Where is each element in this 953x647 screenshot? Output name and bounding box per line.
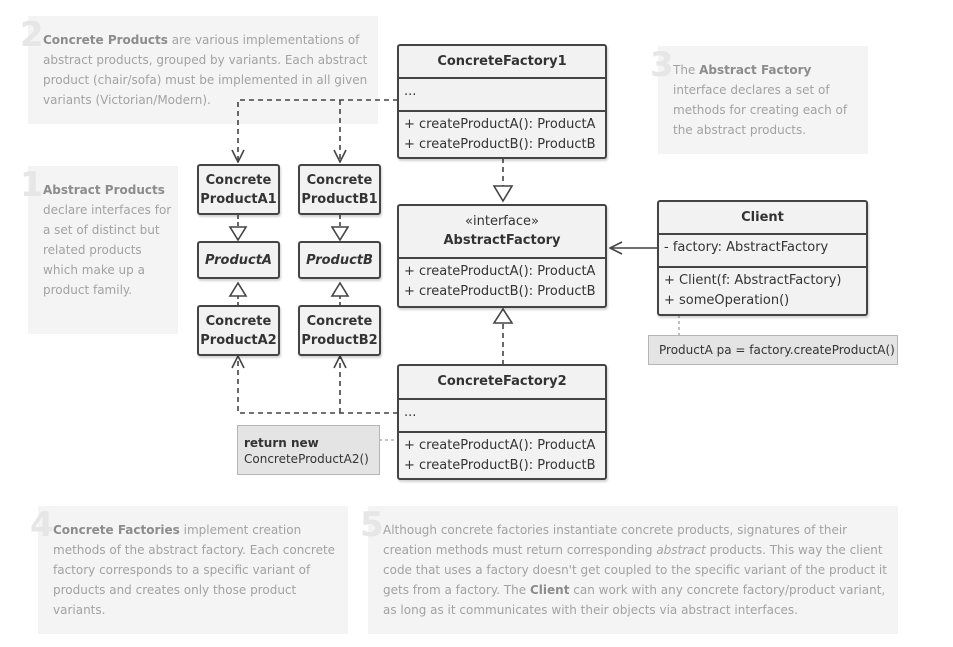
concrete-product-a1-line2: ProductA1	[200, 191, 277, 207]
cf2-create-line	[238, 356, 398, 414]
concrete-product-b2-line1: Concrete	[306, 313, 373, 329]
factory2-code-note-text: ConcreteProductA2()	[244, 452, 369, 466]
b1-realization-arrowhead	[330, 226, 350, 242]
concrete-factory1-title: ConcreteFactory1	[437, 54, 567, 69]
concrete-product-b2-box: Concrete ProductB2	[298, 305, 381, 356]
note-5: 5 Although concrete factories instantiat…	[360, 506, 898, 634]
abstract-factory-header: «interface» AbstractFactory	[399, 206, 605, 257]
product-b-interface-box: ProductB	[298, 241, 381, 279]
a2-realization-arrowhead	[228, 281, 248, 297]
note-1-lead: Abstract Products	[43, 183, 165, 197]
concrete-factory2-method-b: + createProductB(): ProductB	[404, 458, 596, 473]
note-3-number: 3	[650, 45, 674, 85]
client-code-note-text: ProductA pa = factory.createProductA()	[659, 343, 895, 357]
concrete-factory1-fields: ...	[399, 77, 605, 110]
concrete-product-a1-box: Concrete ProductA1	[197, 164, 280, 215]
note-3-text: The Abstract Factory interface declares …	[673, 60, 858, 140]
abstract-factory-title: AbstractFactory	[443, 233, 561, 248]
cf2-realization-arrowhead	[492, 307, 514, 324]
abstract-factory-box: «interface» AbstractFactory + createProd…	[397, 204, 607, 308]
note-4: 4 Concrete Factories implement creation …	[30, 506, 348, 634]
note-1-text: Abstract Products declare interfaces for…	[43, 180, 173, 300]
note-1-number: 1	[20, 165, 44, 205]
note-4-lead: Concrete Factories	[53, 523, 180, 537]
abstract-factory-stereotype: «interface»	[465, 214, 539, 229]
client-code-note: ProductA pa = factory.createProductA()	[648, 335, 898, 365]
note-5-lead: Client	[530, 583, 570, 597]
client-box: Client - factory: AbstractFactory + Clie…	[657, 200, 868, 316]
note-3-lead: Abstract Factory	[699, 63, 812, 77]
concrete-factory2-method-a: + createProductA(): ProductA	[404, 438, 596, 453]
abstract-factory-methods: + createProductA(): ProductA + createPro…	[399, 257, 605, 305]
note-2-text: Concrete Products are various implementa…	[43, 30, 373, 110]
concrete-factory2-box: ConcreteFactory2 ... + createProductA():…	[397, 364, 607, 480]
note-5-number: 5	[360, 505, 384, 545]
concrete-product-a1-line1: Concrete	[205, 172, 272, 188]
concrete-product-a2-line2: ProductA2	[200, 332, 277, 348]
note-4-text: Concrete Factories implement creation me…	[53, 520, 338, 620]
note-2-number: 2	[20, 15, 44, 55]
product-a-interface-box: ProductA	[197, 241, 280, 279]
abstract-factory-method-a: + createProductA(): ProductA	[404, 264, 596, 279]
note-2-lead: Concrete Products	[43, 33, 168, 47]
concrete-product-b1-line2: ProductB1	[301, 191, 378, 207]
concrete-product-b1-line1: Concrete	[306, 172, 373, 188]
concrete-factory2-title: ConcreteFactory2	[437, 374, 567, 389]
cf1-realization-arrowhead	[492, 185, 514, 203]
concrete-product-b2-line2: ProductB2	[301, 332, 378, 348]
concrete-factory1-methods: + createProductA(): ProductA + createPro…	[399, 110, 605, 158]
note-4-number: 4	[30, 505, 54, 545]
concrete-product-a2-line1: Concrete	[205, 313, 272, 329]
client-title: Client	[741, 210, 784, 225]
concrete-factory1-method-a: + createProductA(): ProductA	[404, 117, 596, 132]
concrete-factory2-methods: + createProductA(): ProductA + createPro…	[399, 431, 605, 479]
note-1: 1 Abstract Products declare interfaces f…	[20, 166, 178, 334]
product-b-label: ProductB	[306, 252, 373, 268]
note-5-pre: Although concrete factories instantiate …	[383, 523, 848, 557]
concrete-product-b1-box: Concrete ProductB1	[298, 164, 381, 215]
note-3: 3 The Abstract Factory interface declare…	[650, 46, 868, 154]
factory2-code-note: return new ConcreteProductA2()	[237, 425, 380, 475]
cf1-create-line	[238, 99, 398, 162]
factory2-code-note-keyword: return new	[244, 436, 319, 450]
note-5-em: abstract	[656, 543, 706, 557]
client-method-constructor: + Client(f: AbstractFactory)	[664, 273, 842, 288]
concrete-factory1-method-b: + createProductB(): ProductB	[404, 137, 596, 152]
note-5-mid: products. This way the client code that …	[383, 543, 887, 597]
client-methods: + Client(f: AbstractFactory) + someOpera…	[659, 266, 866, 314]
note-5-text: Although concrete factories instantiate …	[383, 520, 893, 620]
note-1-body: declare interfaces for a set of distinct…	[43, 203, 172, 297]
note-3-pre: The	[673, 63, 700, 77]
note-2-body: are various implementations of abstract …	[43, 33, 368, 107]
concrete-factory2-fields: ...	[399, 398, 605, 431]
b2-realization-arrowhead	[330, 281, 350, 297]
note-2: 2 Concrete Products are various implemen…	[20, 16, 378, 124]
abstract-factory-method-b: + createProductB(): ProductB	[404, 284, 596, 299]
a1-realization-arrowhead	[228, 226, 248, 242]
client-fields: - factory: AbstractFactory	[659, 233, 866, 266]
note-5-body: can work with any concrete factory/produ…	[383, 583, 886, 617]
product-a-label: ProductA	[204, 252, 272, 268]
note-3-body: interface declares a set of methods for …	[673, 83, 848, 137]
note-4-body: implement creation methods of the abstra…	[53, 523, 336, 617]
concrete-factory1-box: ConcreteFactory1 ... + createProductA():…	[397, 44, 607, 159]
concrete-product-a2-box: Concrete ProductA2	[197, 305, 280, 356]
client-method-operation: + someOperation()	[664, 293, 790, 308]
